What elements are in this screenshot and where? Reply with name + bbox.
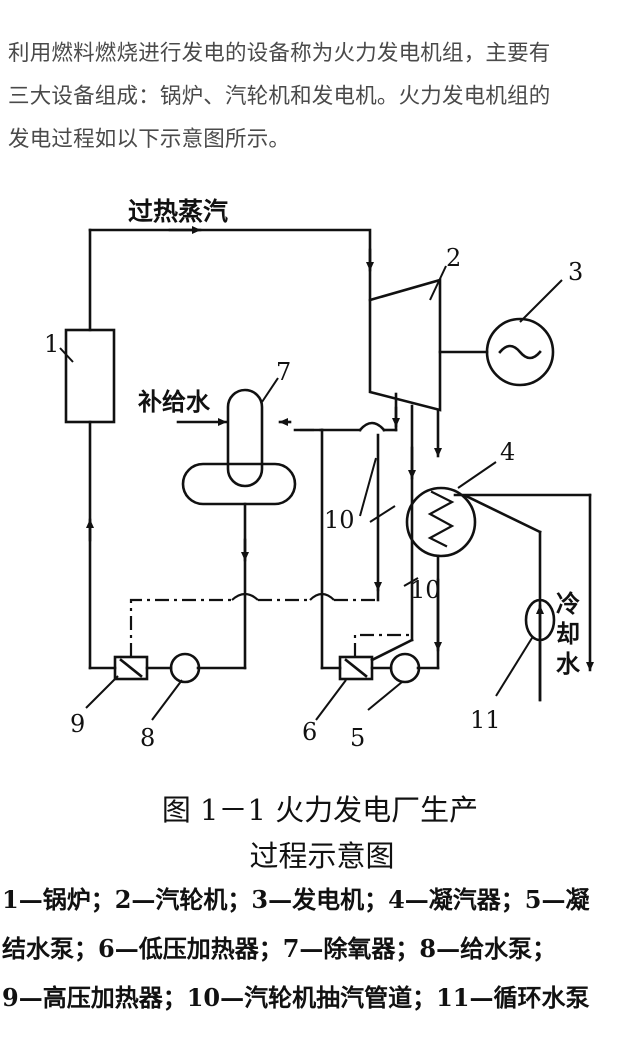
label-cooling-water-2: 却 — [556, 619, 580, 648]
number-1: 1 — [44, 330, 59, 358]
intro-line-3: 发电过程如以下示意图所示。 — [8, 127, 291, 152]
label-superheated-steam: 过热蒸汽 — [128, 197, 228, 226]
caption-line-2: 过程示意图 — [249, 839, 394, 870]
number-6: 6 — [302, 718, 317, 746]
turbine — [368, 278, 442, 412]
power-plant-diagram: 过热蒸汽 补给水 冷 却 水 1 2 3 7 4 10 10 9 8 6 5 1… — [44, 197, 594, 870]
intro-line-1: 利用燃料燃烧进行发电的设备称为火力发电机组，主要有 — [8, 41, 551, 66]
number-5: 5 — [350, 724, 365, 752]
number-9: 9 — [70, 710, 85, 738]
caption-line-1: 图 1－1 火力发电厂生产 — [162, 793, 478, 827]
number-7: 7 — [276, 358, 291, 386]
boiler — [64, 328, 116, 424]
generator — [485, 317, 555, 387]
intro-paragraph: 利用燃料燃烧进行发电的设备称为火力发电机组，主要有 三大设备组成：锅炉、汽轮机和… — [8, 32, 632, 161]
condensate-pump — [389, 652, 421, 684]
number-3: 3 — [568, 258, 583, 286]
number-8: 8 — [140, 724, 155, 752]
condenser — [405, 486, 477, 558]
label-cooling-water-1: 冷 — [556, 589, 580, 618]
label-makeup-water: 补给水 — [138, 387, 211, 416]
intro-line-2: 三大设备组成：锅炉、汽轮机和发电机。火力发电机组的 — [8, 84, 551, 109]
legend-line-2: 结水泵；6—低压加热器；7—除氧器；8—给水泵； — [2, 934, 557, 963]
number-10-a: 10 — [324, 506, 355, 534]
number-11: 11 — [470, 706, 501, 734]
number-10-b: 10 — [410, 576, 441, 604]
legend-line-1: 1—锅炉；2—汽轮机；3—发电机；4—凝汽器；5—凝 — [2, 885, 590, 914]
number-4: 4 — [500, 438, 515, 466]
legend-line-3: 9—高压加热器；10—汽轮机抽汽管道；11—循环水泵 — [2, 983, 590, 1012]
feedwater-pump — [169, 652, 201, 684]
label-cooling-water-3: 水 — [556, 649, 581, 678]
deaerator-tank — [181, 462, 297, 506]
legend: 1—锅炉；2—汽轮机；3—发电机；4—凝汽器；5—凝 结水泵；6—低压加热器；7… — [2, 875, 638, 1022]
number-2: 2 — [446, 244, 461, 272]
deaerator-head — [226, 388, 264, 488]
steam-pipe — [88, 228, 372, 302]
